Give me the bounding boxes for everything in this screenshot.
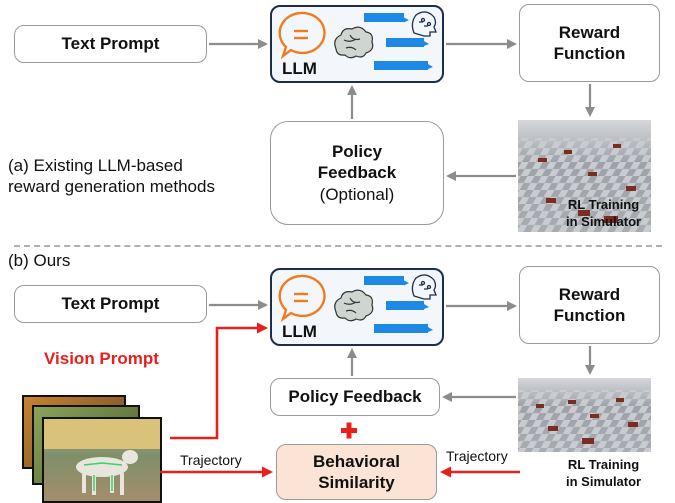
llm-label: LLM	[282, 59, 317, 78]
policy-feedback-box-top: Policy Feedback (Optional)	[270, 121, 444, 225]
vision-prompt-label: Vision Prompt	[44, 348, 159, 369]
chat-bubble-icon	[278, 11, 326, 60]
caption-a-line1: (a) Existing LLM-based	[8, 156, 183, 175]
simulator-caption-bottom: RL Training in Simulator	[566, 457, 641, 491]
video-frame-3	[42, 417, 162, 503]
dog-image	[44, 419, 160, 495]
text-prompt-label-b: Text Prompt	[61, 294, 160, 314]
text-prompt-label: Text Prompt	[61, 34, 160, 54]
bubble-lines-icon-b	[364, 276, 433, 333]
simulator-caption-top: RL Training in Simulator	[566, 197, 641, 231]
vision-prompt-text: Vision Prompt	[44, 349, 159, 368]
sim-caption-b2: in Simulator	[566, 473, 642, 489]
text-prompt-box-bottom: Text Prompt	[14, 285, 207, 323]
brain-icon-b	[334, 289, 374, 322]
sim-caption-1: RL Training	[567, 197, 640, 212]
reward-label-1: Reward	[558, 22, 621, 42]
behavioral-similarity-box: Behavioral Similarity	[276, 444, 437, 500]
plus-icon	[341, 422, 357, 439]
policy-label-1: Policy	[331, 142, 383, 162]
trajectory-left-text: Trajectory	[180, 452, 242, 468]
section-label-b: (b) Ours	[8, 250, 70, 271]
reward-function-box-bottom: Reward Function	[519, 266, 660, 344]
caption-a: (a) Existing LLM-based reward generation…	[8, 155, 215, 198]
llm-label-b: LLM	[282, 322, 317, 341]
simulator-checkerboard-top	[518, 138, 651, 232]
sim-caption-b1: RL Training	[567, 457, 640, 472]
simulator-image-bottom	[518, 378, 651, 452]
reward-label-b1: Reward	[558, 284, 621, 304]
policy-label-3: (Optional)	[319, 184, 395, 204]
sim-caption-2: in Simulator	[566, 213, 642, 229]
network-head-icon	[411, 11, 437, 37]
video-frame-stack	[0, 395, 170, 503]
reward-label-b2: Function	[553, 306, 626, 325]
policy-feedback-label: Policy Feedback	[288, 387, 422, 407]
reward-function-box-top: Reward Function	[519, 4, 660, 82]
reward-label-2: Function	[553, 44, 626, 63]
bubble-lines-icon	[364, 13, 433, 70]
brain-icon	[334, 26, 374, 59]
simulator-image-top	[518, 120, 651, 232]
simulator-checkerboard-bottom	[518, 390, 651, 452]
policy-feedback-box-bottom: Policy Feedback	[270, 378, 440, 416]
trajectory-right-text: Trajectory	[446, 448, 508, 464]
network-head-icon-b	[411, 274, 437, 300]
text-prompt-box-top: Text Prompt	[14, 25, 207, 63]
behavior-label-1: Behavioral	[313, 451, 400, 471]
trajectory-label-left: Trajectory	[180, 452, 242, 470]
trajectory-label-right: Trajectory	[446, 448, 508, 466]
chat-bubble-icon-b	[278, 274, 326, 323]
section-divider	[14, 245, 662, 247]
behavior-label-2: Similarity	[318, 473, 395, 492]
arrow-vision-to-llm	[170, 322, 268, 440]
section-label-text: (b) Ours	[8, 251, 71, 270]
caption-a-line2: reward generation methods	[8, 177, 215, 197]
policy-label-2: Feedback	[317, 163, 397, 183]
